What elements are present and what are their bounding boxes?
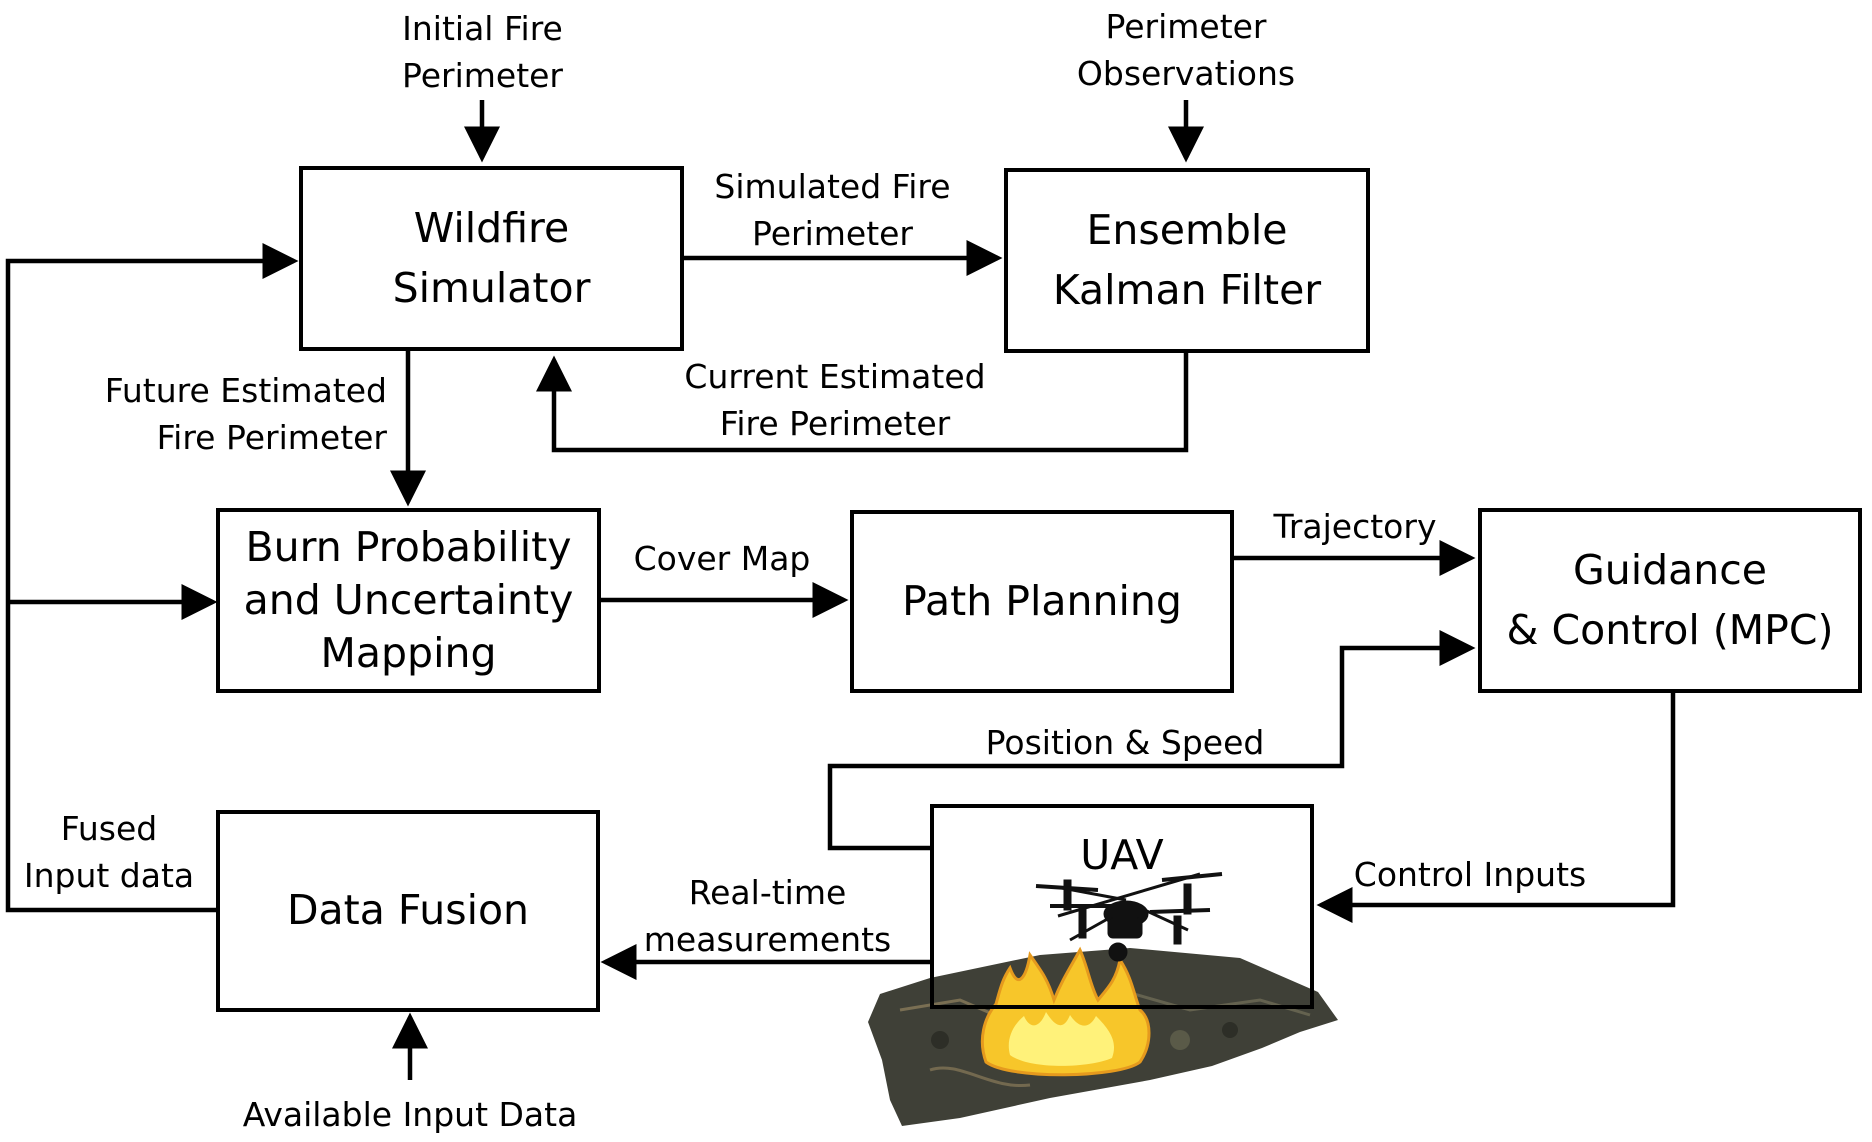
- enkf-line-2: Kalman Filter: [1052, 265, 1322, 314]
- wildfire-simulator-block: Wildfire Simulator: [299, 166, 684, 351]
- burn-probability-line-3: Mapping: [320, 629, 497, 678]
- realtime-line-1: Real-time: [688, 873, 847, 912]
- control-inputs-label: Control Inputs: [1340, 852, 1600, 899]
- initial-fire-perimeter-line-2: Perimeter: [401, 55, 564, 95]
- data-fusion-label: Data Fusion: [286, 886, 530, 935]
- burn-probability-line-1: Burn Probability: [245, 522, 572, 571]
- fused-input-data-label: Fused Input data: [14, 806, 204, 900]
- cover-map-label: Cover Map: [612, 536, 832, 583]
- perimeter-observations-line-2: Observations: [1076, 53, 1296, 93]
- simulated-fire-perimeter-line-1: Simulated Fire: [714, 167, 951, 206]
- current-estimated-line-2: Fire Perimeter: [719, 403, 951, 443]
- wildfire-simulator-line-1: Wildfire: [413, 204, 570, 253]
- trajectory-label: Trajectory: [1245, 504, 1465, 551]
- future-estimated-line-2: Fire Perimeter: [156, 417, 387, 457]
- simulated-fire-perimeter-label: Simulated Fire Perimeter: [700, 164, 965, 258]
- drone-icon: [1035, 872, 1223, 962]
- path-planning-label: Path Planning: [902, 576, 1182, 625]
- fused-line-2: Input data: [23, 855, 195, 895]
- guidance-control-block: Guidance & Control (MPC): [1478, 508, 1862, 693]
- estimated-perimeter-feedback-arrow: [536, 353, 1189, 453]
- realtime-measurements-label: Real-time measurements: [630, 870, 905, 964]
- path-planning-block: Path Planning: [850, 510, 1234, 693]
- fire-icon: [980, 946, 1151, 1077]
- simulated-fire-perimeter-line-2: Perimeter: [751, 213, 914, 253]
- position-speed-arrow: [827, 630, 1476, 851]
- perimeter-observations-label: Perimeter Observations: [1070, 4, 1302, 98]
- position-speed-label: Position & Speed: [960, 720, 1290, 767]
- realtime-line-2: measurements: [643, 919, 892, 959]
- burn-probability-block: Burn Probability and Uncertainty Mapping: [216, 508, 601, 693]
- control-inputs-text: Control Inputs: [1353, 855, 1587, 894]
- uav-label: UAV: [1080, 831, 1164, 879]
- burn-probability-line-2: and Uncertainty: [243, 575, 574, 624]
- available-input-data-label: Available Input Data: [225, 1092, 595, 1139]
- fused-line-1: Fused: [60, 809, 158, 848]
- guidance-control-line-1: Guidance: [1572, 546, 1768, 595]
- wildfire-simulator-line-2: Simulator: [392, 263, 591, 312]
- data-fusion-block: Data Fusion: [216, 810, 600, 1012]
- guidance-control-line-2: & Control (MPC): [1506, 605, 1834, 654]
- available-input-text: Available Input Data: [242, 1095, 578, 1134]
- current-estimated-fire-perimeter-label: Current Estimated Fire Perimeter: [675, 354, 995, 448]
- control-inputs-arrow: [1316, 693, 1676, 923]
- enkf-block: Ensemble Kalman Filter: [1004, 168, 1370, 353]
- initial-fire-perimeter-label: Initial Fire Perimeter: [380, 6, 585, 100]
- future-estimated-fire-perimeter-label: Future Estimated Fire Perimeter: [62, 368, 387, 462]
- initial-fire-perimeter-line-1: Initial Fire: [402, 9, 563, 48]
- enkf-line-1: Ensemble: [1086, 206, 1288, 255]
- cover-map-text: Cover Map: [633, 539, 811, 578]
- current-estimated-line-1: Current Estimated: [684, 357, 986, 396]
- uav-block: UAV: [930, 804, 1314, 1009]
- future-estimated-line-1: Future Estimated: [104, 371, 387, 410]
- trajectory-text: Trajectory: [1273, 507, 1437, 546]
- perimeter-observations-line-1: Perimeter: [1105, 7, 1267, 46]
- position-speed-text: Position & Speed: [985, 723, 1265, 762]
- fused-to-simulator-arrow: [5, 243, 299, 913]
